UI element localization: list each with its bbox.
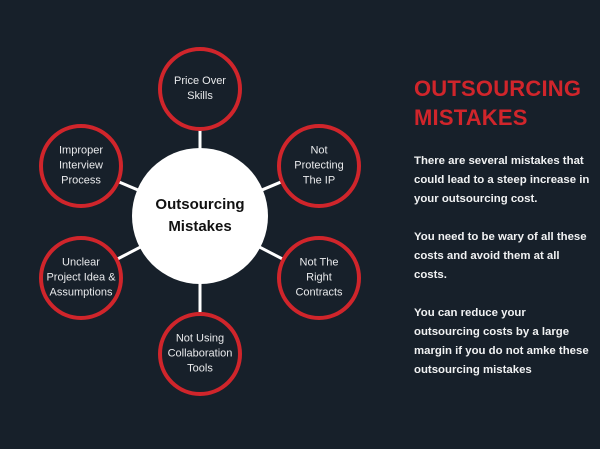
node-circle-unclear-project-idea: [39, 236, 123, 320]
node-label-not-protecting-ip: Not Protecting The IP: [294, 144, 344, 187]
node-label-not-right-contracts: Not The Right Contracts: [295, 256, 343, 299]
info-title: OUTSOURCING MISTAKES: [414, 74, 594, 132]
node-label-price-over-skills: Price Over Skills: [174, 75, 226, 102]
info-paragraph-3: You can reduce your outsourcing costs by…: [414, 307, 589, 376]
hub-label: Outsourcing Mistakes: [155, 196, 245, 235]
hub-circle: [132, 148, 268, 284]
node-circle-price-over-skills: [158, 47, 242, 131]
node-label-unclear-project-idea: Unclear Project Idea & Assumptions: [46, 256, 116, 299]
mind-map-diagram: Outsourcing Mistakes Price Over Skills N…: [39, 47, 361, 396]
info-paragraph-2: You need to be wary of all these costs a…: [414, 231, 587, 281]
node-label-improper-interview: Improper Interview Process: [58, 144, 104, 187]
diagram-graphics: [39, 47, 361, 396]
info-paragraph-1: There are several mistakes that could le…: [414, 155, 590, 205]
node-circles: [39, 47, 361, 396]
node-circle-not-protecting-ip: [277, 124, 361, 208]
node-circle-improper-interview: [39, 124, 123, 208]
info-panel: OUTSOURCING MISTAKES There are several m…: [414, 74, 594, 399]
node-label-not-using-collab-tools: Not Using Collaboration Tools: [167, 332, 233, 375]
node-circle-not-right-contracts: [277, 236, 361, 320]
info-title-line1: OUTSOURCING: [414, 76, 582, 101]
info-title-line2: MISTAKES: [414, 105, 528, 130]
node-circle-not-using-collab-tools: [158, 312, 242, 396]
